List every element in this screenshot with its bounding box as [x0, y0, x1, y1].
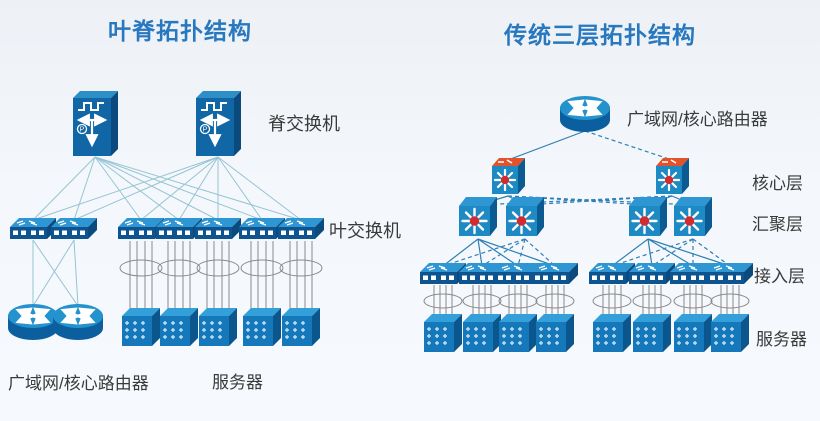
aggregation-layer-label: 汇聚层	[752, 215, 803, 234]
right-panel-title: 传统三层拓扑结构	[504, 22, 696, 48]
cable-bundle	[240, 240, 284, 312]
spine-leaf-links	[32, 156, 302, 221]
left-server-label: 服务器	[212, 373, 263, 392]
access-switch-icon	[531, 262, 579, 285]
server-icon	[592, 313, 632, 353]
server-icon	[632, 313, 672, 353]
server-icon	[242, 307, 282, 347]
server-icon	[673, 313, 713, 353]
leaf-switch-label: 叶交换机	[329, 221, 401, 241]
cable-bundle	[592, 284, 632, 320]
cable-bundle	[196, 240, 240, 312]
server-icon	[498, 313, 538, 353]
cable-bundle	[279, 240, 323, 312]
cable-bundle	[632, 284, 672, 320]
cable-bundle	[673, 284, 713, 320]
spine-switch-label: 脊交换机	[268, 114, 340, 134]
server-icon	[710, 313, 750, 353]
server-icon	[423, 313, 463, 353]
aggregation-switch-icon	[504, 195, 546, 238]
cable-bundle	[423, 284, 463, 320]
cable-bundle	[710, 284, 750, 320]
leaf-switch-icon	[50, 217, 98, 240]
server-icon	[535, 313, 575, 353]
server-icon	[462, 313, 502, 353]
cable-bundle	[119, 240, 163, 312]
access-switch-icon	[628, 262, 676, 285]
cable-bundle	[462, 284, 502, 320]
right-wan-core-router-label: 广域网/核心路由器	[627, 110, 768, 129]
cable-bundle	[535, 284, 575, 320]
wan-core-router-icon	[8, 304, 58, 340]
aggregation-switch-icon	[672, 195, 714, 238]
wan-core-router-icon	[560, 96, 610, 132]
leaf-switch-icon	[277, 217, 325, 240]
cable-bundle	[157, 240, 201, 312]
spine-switch-icon	[196, 91, 241, 156]
access-switch-icon	[706, 262, 754, 285]
server-icon	[281, 307, 321, 347]
access-switch-icon	[588, 262, 636, 285]
leaf-switch-icon	[9, 217, 57, 240]
wan-core-router-icon	[53, 304, 103, 340]
server-icon	[159, 307, 199, 347]
leaf-switch-icon	[194, 217, 242, 240]
spine-switch-icon	[73, 91, 118, 156]
core-switch-icon	[654, 156, 691, 196]
access-layer-label: 接入层	[754, 267, 805, 286]
right-server-label: 服务器	[756, 330, 807, 349]
router-core-links	[507, 130, 673, 161]
left-panel-title: 叶脊拓扑结构	[108, 18, 252, 44]
aggregation-switch-icon	[457, 195, 499, 238]
aggregation-switch-icon	[627, 195, 669, 238]
core-layer-label: 核心层	[752, 174, 803, 193]
aggregation-access-links	[442, 238, 731, 267]
left-wan-core-router-label: 广域网/核心路由器	[8, 374, 149, 393]
server-icon	[121, 307, 161, 347]
core-switch-icon	[490, 156, 527, 196]
server-icon	[198, 307, 238, 347]
cable-bundle	[498, 284, 538, 320]
